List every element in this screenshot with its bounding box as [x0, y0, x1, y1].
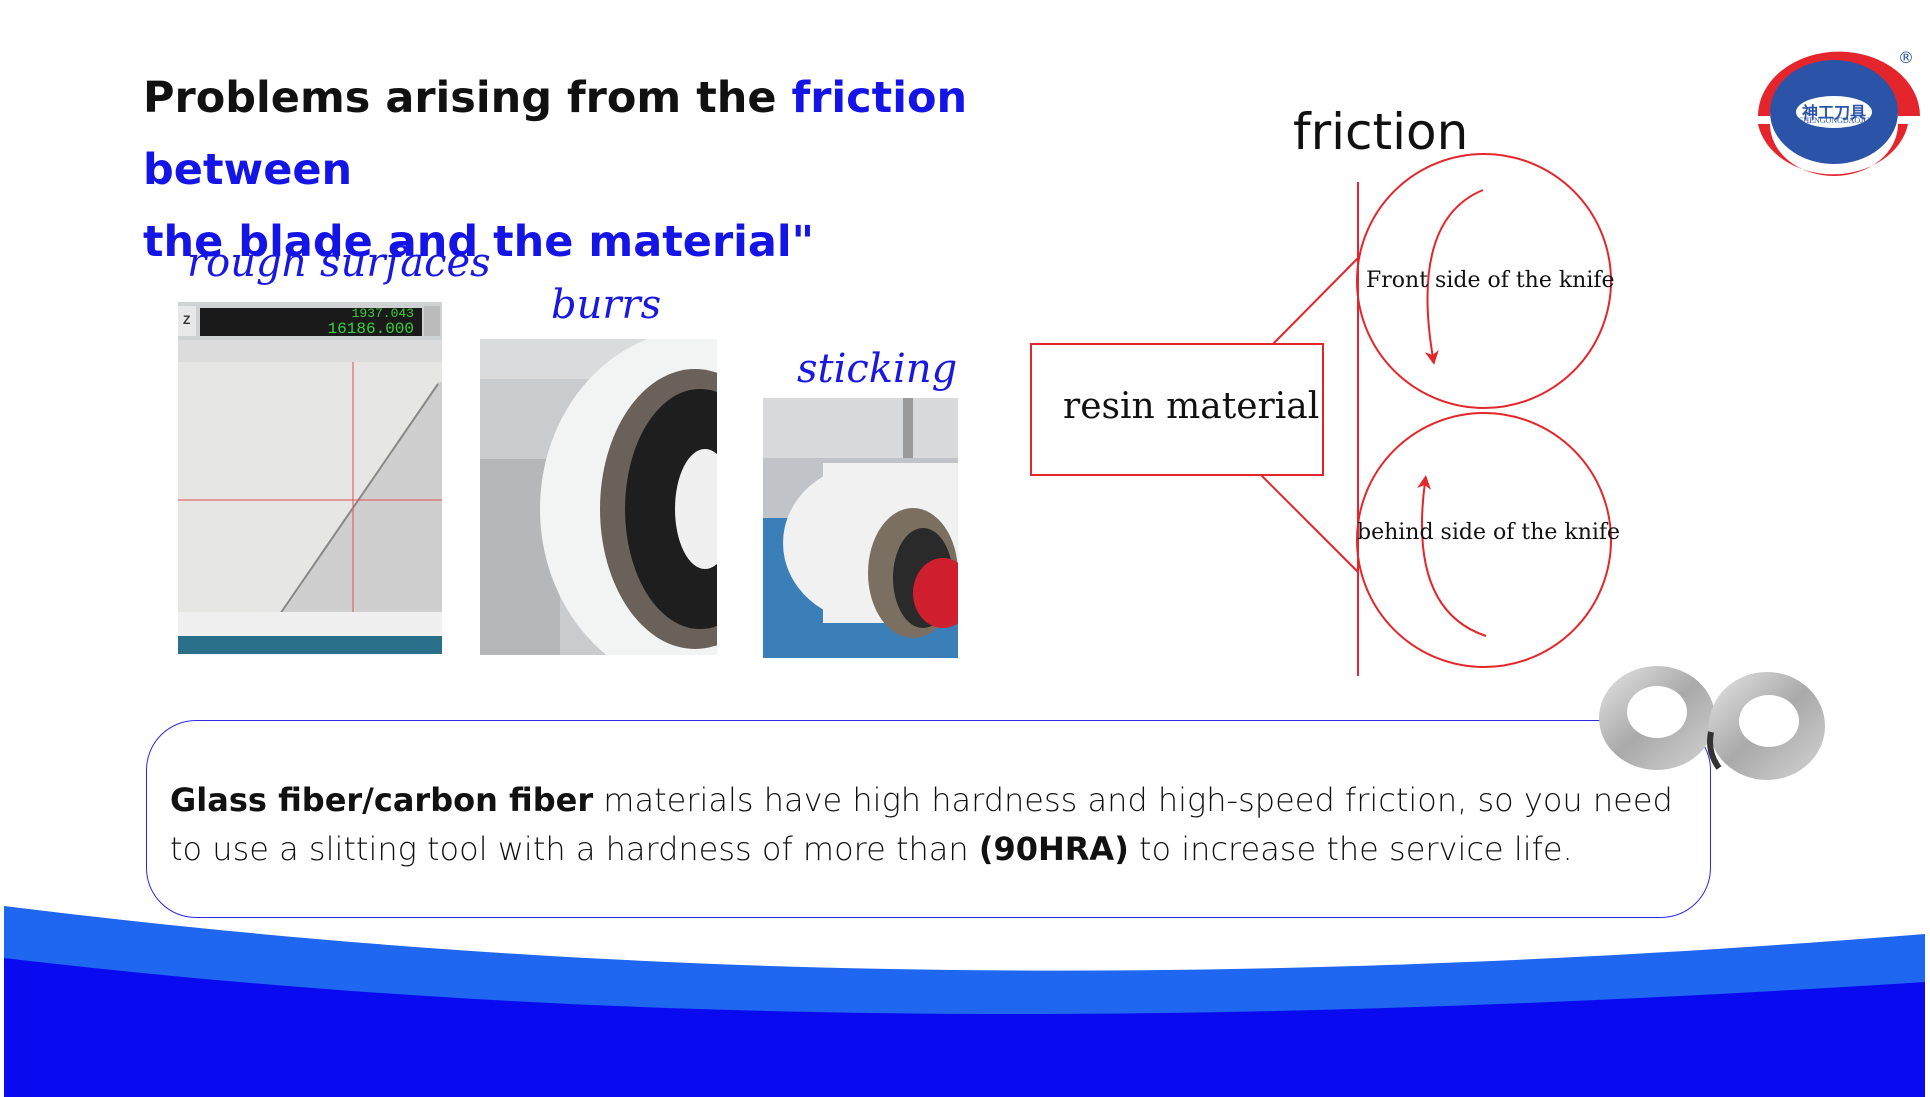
caption-rough-surfaces: rough surfaces	[187, 240, 491, 286]
callout-text-2: to increase the service life.	[1128, 830, 1573, 868]
company-logo	[1758, 51, 1920, 176]
resin-box	[1030, 343, 1324, 476]
title-highlight-1: friction between	[143, 73, 968, 195]
behind-arrow	[1417, 475, 1487, 637]
page-title: Problems arising from the friction betwe…	[143, 62, 1103, 278]
callout-text-1: materials have high hardness and high-sp…	[170, 781, 1673, 868]
callout-bold-materials: Glass fiber/carbon fiber	[170, 781, 594, 819]
photo-rough-surfaces	[178, 302, 442, 654]
caption-burrs: burrs	[551, 282, 662, 328]
bottom-wave-decoration	[4, 906, 1925, 1097]
caption-sticking: sticking	[797, 346, 958, 392]
front-arrow	[1424, 189, 1484, 365]
registered-mark: ®	[1898, 48, 1914, 67]
connector-top	[1272, 257, 1359, 345]
photo1-reading: 16186.000	[327, 320, 414, 338]
info-callout	[146, 720, 1711, 918]
photo1-axis-label: Z	[183, 313, 191, 327]
photo-sticking	[763, 398, 958, 658]
logo-latin: SHENGONGDAOJU	[1798, 116, 1870, 125]
photo-burrs	[480, 339, 717, 655]
title-part1: Problems arising from the	[143, 73, 792, 123]
behind-circle	[1356, 412, 1612, 668]
callout-text: Glass fiber/carbon fiber materials have …	[170, 776, 1690, 874]
front-circle	[1356, 153, 1612, 409]
resin-material-label: resin material	[1063, 386, 1320, 427]
slitting-blades-image	[1599, 666, 1825, 780]
friction-diagram	[1030, 153, 1612, 676]
connector-bottom	[1260, 474, 1359, 573]
callout-bold-hardness: (90HRA)	[978, 830, 1129, 868]
front-side-label: Front side of the knife	[1366, 268, 1615, 293]
logo-chinese: 神工刀具	[1801, 103, 1866, 122]
behind-side-label: behind side of the knife	[1357, 520, 1621, 545]
friction-label: friction	[1293, 103, 1469, 161]
title-highlight-2: the blade and the material"	[143, 217, 815, 267]
photo1-reading-top: 1937.043	[351, 306, 414, 321]
